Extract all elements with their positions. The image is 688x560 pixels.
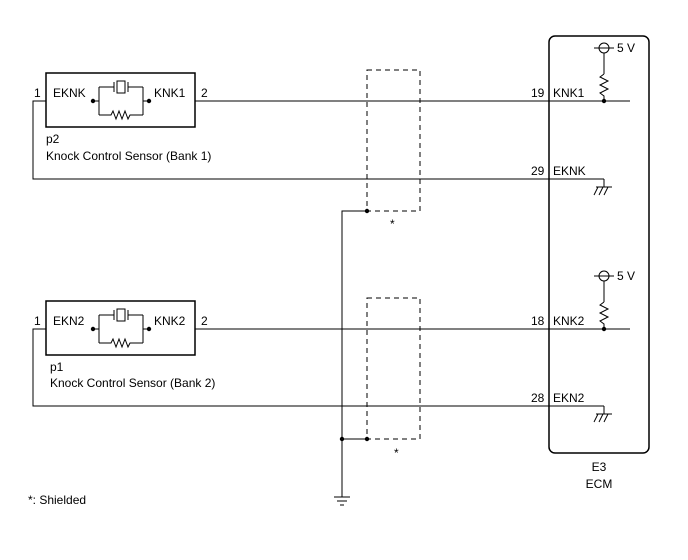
ecm-code: E3 [592,460,607,474]
sensor-bank1-pin-left: 1 [34,86,41,100]
voltage-supply-1: 5 V [594,41,635,104]
knock-sensor-bank2: 1 EKN2 KNK2 2 p1 Knock Control Sensor (B… [34,300,215,390]
sensor-bank1-label-left: EKNK [53,86,86,100]
supply-2-label: 5 V [617,269,635,283]
sensor-bank1-box [45,72,196,128]
sensor-bank2-label-left: EKN2 [53,314,85,328]
ground-icon [593,179,612,196]
piezo-element-icon [90,308,152,349]
supply-1-label: 5 V [617,41,635,55]
ecm-terminal-pin: 18 [531,314,545,328]
ecm-name: ECM [586,477,613,491]
shield-mark-1: * [390,217,395,231]
sensor-bank2-name: Knock Control Sensor (Bank 2) [50,376,215,390]
ecm-box [548,35,650,454]
sensor-bank2-pin-left: 1 [34,314,41,328]
sensor-bank2-label-right: KNK2 [154,314,186,328]
shield-note: *: Shielded [28,493,86,507]
piezo-element-icon [90,80,152,121]
ground-icon [593,406,612,423]
ecm-terminal-label: KNK2 [553,314,585,328]
ecm-terminal-label: EKNK [553,164,586,178]
ecm-terminal-pin: 19 [531,86,545,100]
sensor-bank1-code: p2 [46,132,60,146]
ecm-terminal-label: KNK1 [553,86,585,100]
sensor-bank1-label-right: KNK1 [154,86,186,100]
sensor-bank1-pin-right: 2 [201,86,208,100]
shield-bank1: * [366,69,421,231]
ecm-terminal-pin: 28 [531,391,545,405]
knock-sensor-bank1: 1 EKNK KNK1 2 p2 Knock Control Sensor (B… [34,72,211,163]
ecm-terminal-pin: 29 [531,164,545,178]
ecm-terminal-label: EKN2 [553,391,585,405]
sensor-bank2-box [45,300,196,356]
sensor-bank2-code: p1 [50,360,64,374]
shield-mark-2: * [394,446,399,460]
voltage-supply-2: 5 V [594,269,635,332]
ground-icon [334,496,350,506]
sensor-bank2-pin-right: 2 [201,314,208,328]
shield-bank2: * [366,297,421,460]
wires [32,100,630,497]
ecm-block: 5 V 5 V 19 KNK1 29 E [531,35,650,491]
sensor-bank1-name: Knock Control Sensor (Bank 1) [46,149,211,163]
